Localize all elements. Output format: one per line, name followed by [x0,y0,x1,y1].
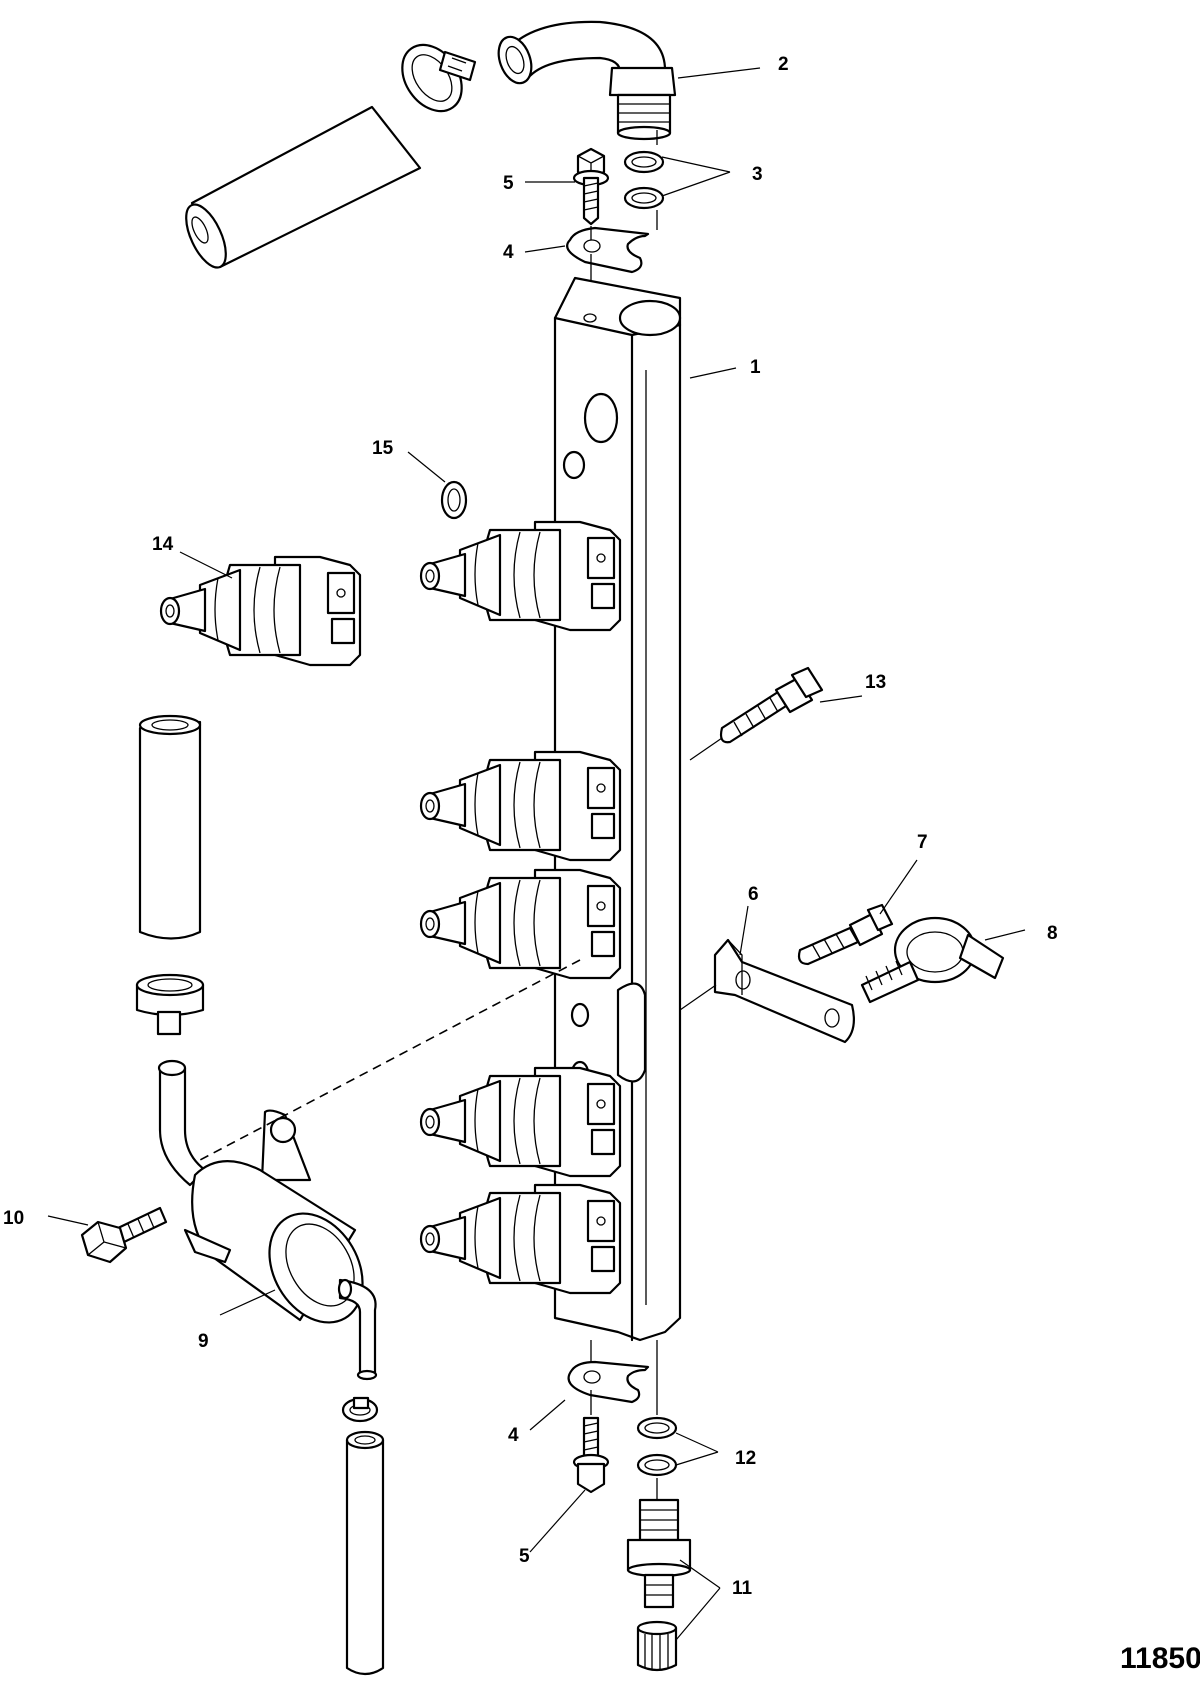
callout-7: 7 [917,832,928,853]
callout-3: 3 [752,164,763,185]
o-ring-upper-2 [623,186,665,210]
return-hose-bottom [345,1430,385,1676]
hose-clamp-left [135,973,205,1036]
hose-clamp-item-8 [860,916,1005,1004]
feed-hose-top [185,105,422,269]
o-ring-item-15 [440,480,468,520]
callout-5-bottom: 5 [519,1546,530,1567]
callout-4-bottom: 4 [508,1425,519,1446]
callout-15: 15 [372,438,394,459]
callout-14: 14 [152,534,174,555]
o-ring-lower-2 [636,1453,678,1477]
callout-6: 6 [748,884,759,905]
bolt-top [572,147,610,226]
callout-10: 10 [3,1208,24,1229]
callout-9: 9 [198,1331,209,1352]
o-ring-upper-1 [623,150,665,174]
callout-12: 12 [735,1448,756,1469]
fuel-injector-1 [419,520,622,632]
assembly-centerline [199,959,581,1161]
hose-clamp-bottom [341,1396,379,1423]
callout-4-top: 4 [503,242,514,263]
mounting-bracket-bottom [567,1360,650,1404]
callout-2: 2 [778,54,789,75]
bolt-bottom [572,1416,610,1494]
valve-cap [636,1620,678,1672]
elbow-fitting [497,20,677,141]
mounting-bracket-top [566,226,650,274]
fuel-injector-2 [419,750,622,862]
fuel-injector-4 [419,1066,622,1178]
return-hose-left [138,714,202,940]
bolt-item-10 [80,1206,168,1264]
figure-id: 11850 [1120,1642,1200,1675]
mounting-bracket-side [713,938,855,1044]
fuel-injector-3 [419,868,622,980]
callout-11: 11 [732,1578,753,1599]
hose-clamp-top [401,43,477,113]
callout-5-top: 5 [503,173,514,194]
fuel-pressure-regulator [157,1059,378,1381]
bolt-item-7 [797,903,894,966]
callout-13: 13 [865,672,886,693]
o-ring-lower-1 [636,1416,678,1440]
callout-8: 8 [1047,923,1058,944]
bolt-item-13 [719,666,824,744]
fuel-injector-loose [159,555,362,667]
schrader-valve-fitting [626,1498,692,1609]
callout-1: 1 [750,357,761,378]
fuel-injector-5 [419,1183,622,1295]
leader-lines [47,67,1026,1641]
